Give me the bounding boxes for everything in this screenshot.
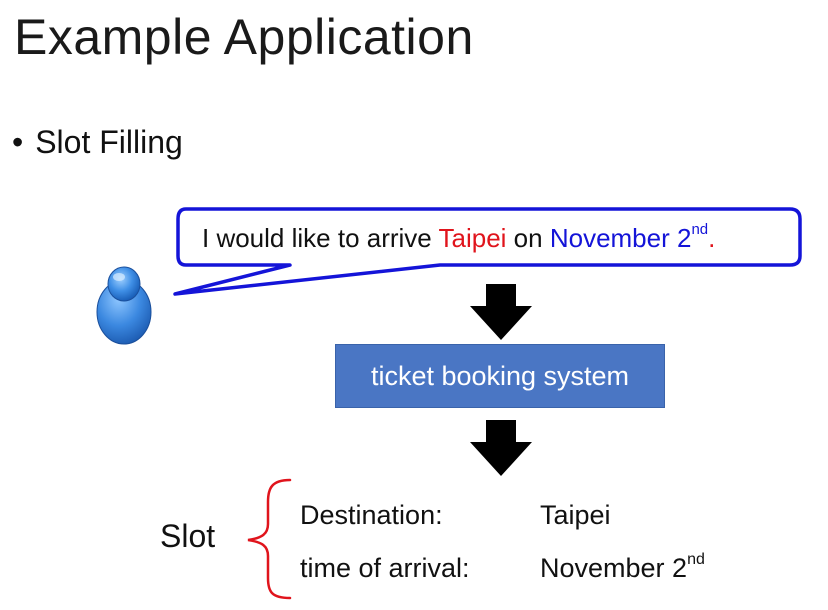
speech-part-2: on [506,223,550,253]
slot-key-destination: Destination: [300,500,443,530]
speech-part-1: I would like to arrive [202,223,439,253]
slot-value-text: November 2 [540,553,688,583]
ticket-booking-system-box: ticket booking system [335,344,665,408]
slot-key-time-of-arrival: time of arrival: [300,553,470,583]
slot-value-suffix: nd [687,551,705,568]
person-icon [96,266,152,345]
slot-value-destination: Taipei [540,500,611,531]
slot-value-text: Taipei [540,500,611,530]
speech-period: . [708,223,716,253]
down-arrow-icon [470,284,532,340]
slot-value-time-of-arrival: November 2nd [540,551,705,584]
bullet-text: Slot Filling [35,124,183,160]
down-arrow-icon [470,420,532,476]
speech-destination: Taipei [438,223,507,253]
bullet-dot: • [12,124,24,160]
speech-date: November 2 [549,223,692,253]
speech-text: I would like to arrive Taipei on Novembe… [202,221,716,254]
slot-label: Slot [160,518,216,554]
bullet-item: • Slot Filling [12,124,183,161]
speech-date-suffix: nd [691,221,709,238]
slide-title: Example Application [14,9,474,65]
